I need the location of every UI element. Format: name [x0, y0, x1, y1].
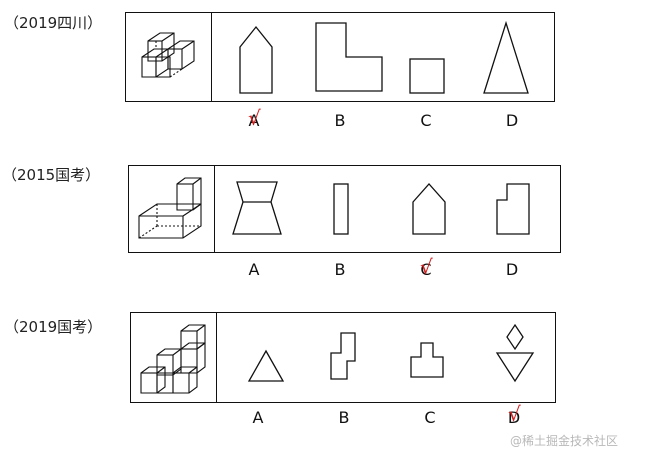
question-3-frame — [130, 312, 556, 403]
question-1-option-a[interactable]: A — [248, 111, 260, 130]
rectangle-icon — [333, 183, 349, 235]
step-shape-icon — [496, 183, 530, 235]
pentagon-house-shape-icon — [239, 25, 273, 94]
isometric-cube-stack-icon — [140, 324, 206, 394]
question-2-label: （2015国考） — [2, 166, 101, 184]
question-1-label: （2019四川） — [4, 14, 103, 32]
question-1-option-b[interactable]: B — [334, 111, 346, 130]
question-3-check-mark: √ — [508, 402, 521, 426]
z-zigzag-shape-icon — [330, 332, 356, 380]
question-2-divider — [214, 166, 215, 252]
question-3-divider — [216, 313, 217, 402]
question-1-divider — [211, 13, 212, 101]
question-2-option-c[interactable]: C — [420, 260, 432, 279]
triangle-icon — [247, 349, 285, 382]
question-3-option-a[interactable]: A — [252, 408, 264, 427]
question-1-frame — [125, 12, 555, 102]
question-1-option-d[interactable]: D — [505, 111, 519, 130]
question-2-option-b[interactable]: B — [334, 260, 346, 279]
question-2-frame — [128, 165, 561, 253]
diamond-over-triangle-icon — [495, 323, 535, 383]
isometric-cube-stack-icon — [138, 177, 202, 239]
square-icon — [409, 58, 445, 94]
question-3-option-c[interactable]: C — [424, 408, 436, 427]
question-3-option-b[interactable]: B — [338, 408, 350, 427]
l-shape-icon — [315, 22, 383, 92]
question-1-check-mark: √ — [248, 106, 261, 130]
isometric-cube-stack-icon — [141, 32, 195, 78]
question-3-option-d[interactable]: D — [507, 408, 521, 427]
question-2-check-mark: √ — [420, 255, 433, 279]
question-1-option-c[interactable]: C — [420, 111, 432, 130]
question-3-label: （2019国考） — [4, 318, 103, 336]
pentagon-house-shape-icon — [412, 183, 446, 235]
trapezoid-stand-icon — [232, 181, 282, 235]
watermark: @稀土掘金技术社区 — [510, 434, 619, 448]
question-2-option-d[interactable]: D — [505, 260, 519, 279]
t-block-shape-icon — [410, 342, 444, 378]
question-2-option-a[interactable]: A — [248, 260, 260, 279]
tall-triangle-icon — [483, 20, 529, 94]
